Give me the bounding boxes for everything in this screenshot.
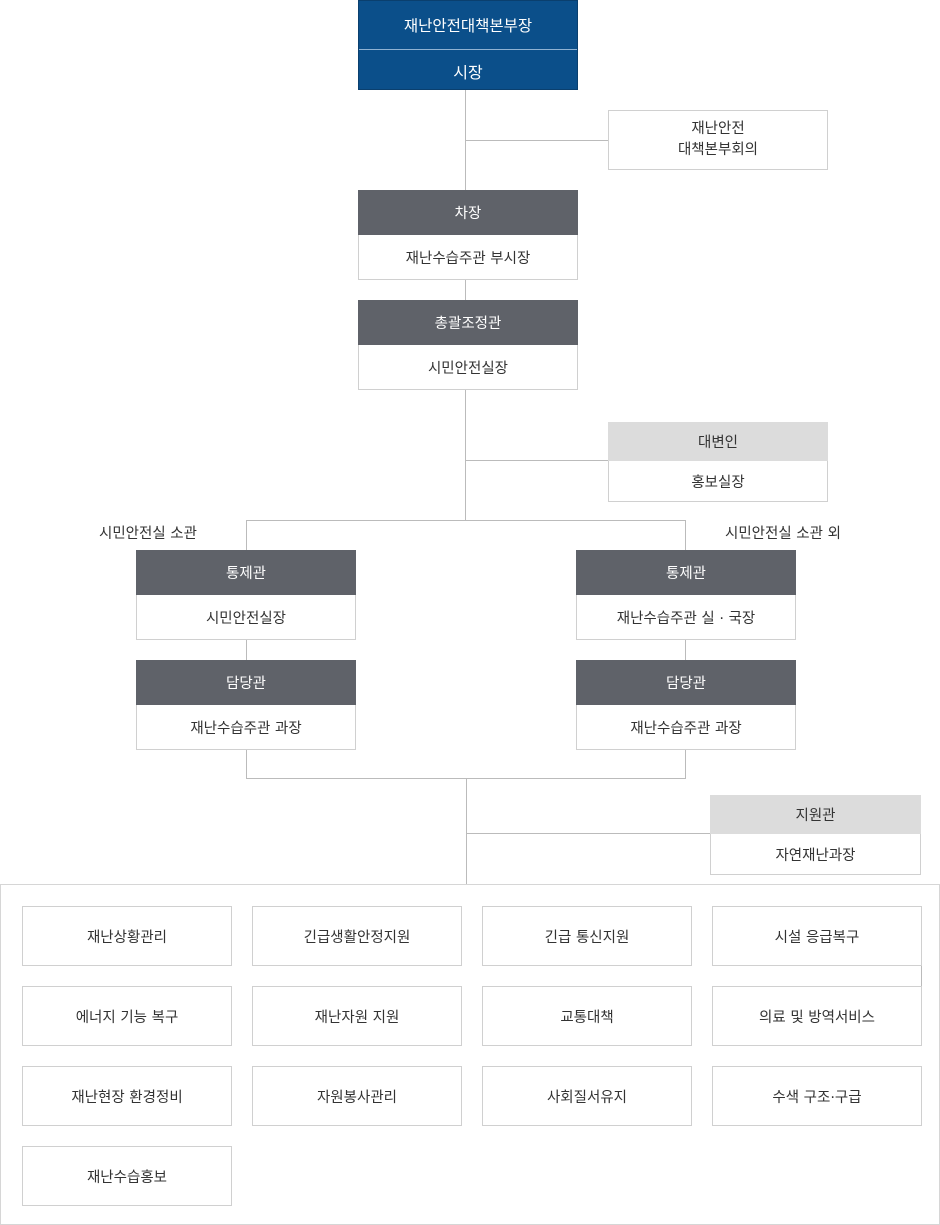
spokesperson-box: 대변인 홍보실장 xyxy=(608,422,828,502)
right-control-box: 통제관 재난수습주관 실 · 국장 xyxy=(576,550,796,640)
council-box: 재난안전 대책본부회의 xyxy=(608,110,828,170)
coordinator-role: 총괄조정관 xyxy=(358,300,578,345)
left-manager-box: 담당관 재난수습주관 과장 xyxy=(136,660,356,750)
head-name: 시장 xyxy=(359,49,577,91)
deputy-person: 재난수습주관 부시장 xyxy=(405,250,531,267)
connector-support xyxy=(466,833,710,834)
task-panel: 재난상황관리 긴급생활안정지원 긴급 통신지원 시설 응급복구 에너지 기능 복… xyxy=(0,884,940,1225)
connector-right-mid xyxy=(685,639,686,660)
task-item: 긴급생활안정지원 xyxy=(252,906,462,966)
head-title: 재난안전대책본부장 xyxy=(403,17,533,35)
task-item: 사회질서유지 xyxy=(482,1066,692,1126)
spokesperson-role: 대변인 xyxy=(608,422,828,461)
connector-branch-horizontal xyxy=(246,520,686,521)
connector-deputy-coordinator xyxy=(465,279,466,300)
connector-left-bottom xyxy=(246,749,247,778)
right-control-person: 재난수습주관 실 · 국장 xyxy=(616,610,756,627)
task-item: 자원봉사관리 xyxy=(252,1066,462,1126)
head-box: 재난안전대책본부장 시장 xyxy=(358,0,578,90)
connector-left-mid xyxy=(246,639,247,660)
left-control-role: 통제관 xyxy=(136,550,356,595)
left-control-person: 시민안전실장 xyxy=(205,610,287,627)
right-manager-person: 재난수습주관 과장 xyxy=(630,720,742,737)
connector-right-down xyxy=(685,520,686,550)
task-item: 수색 구조·구급 xyxy=(712,1066,922,1126)
support-person: 자연재난과장 xyxy=(775,847,856,864)
task-item: 의료 및 방역서비스 xyxy=(712,986,922,1046)
connector-spokesperson xyxy=(465,460,608,461)
task-item: 에너지 기능 복구 xyxy=(22,986,232,1046)
left-control-box: 통제관 시민안전실장 xyxy=(136,550,356,640)
task-item: 재난현장 환경정비 xyxy=(22,1066,232,1126)
coordinator-person: 시민안전실장 xyxy=(427,360,509,377)
left-manager-person: 재난수습주관 과장 xyxy=(190,720,302,737)
left-branch-caption: 시민안전실 소관 xyxy=(99,526,197,542)
council-line1: 재난안전 xyxy=(691,120,745,137)
right-manager-box: 담당관 재난수습주관 과장 xyxy=(576,660,796,750)
right-control-role: 통제관 xyxy=(576,550,796,595)
council-line2: 대책본부회의 xyxy=(677,142,759,158)
spokesperson-person: 홍보실장 xyxy=(691,474,745,491)
connector-right-bottom xyxy=(685,749,686,778)
left-manager-role: 담당관 xyxy=(136,660,356,705)
deputy-box: 차장 재난수습주관 부시장 xyxy=(358,190,578,280)
connector-council xyxy=(465,140,608,141)
task-item: 긴급 통신지원 xyxy=(482,906,692,966)
connector-main-mid xyxy=(465,389,466,520)
task-item: 시설 응급복구 xyxy=(712,906,922,966)
task-item: 재난수습홍보 xyxy=(22,1146,232,1206)
task-connector xyxy=(921,965,922,987)
connector-left-down xyxy=(246,520,247,550)
task-item: 재난자원 지원 xyxy=(252,986,462,1046)
task-item: 재난상황관리 xyxy=(22,906,232,966)
right-branch-caption: 시민안전실 소관 외 xyxy=(725,526,841,542)
connector-main-bottom xyxy=(466,778,467,884)
coordinator-box: 총괄조정관 시민안전실장 xyxy=(358,300,578,390)
support-box: 지원관 자연재난과장 xyxy=(710,795,921,875)
deputy-role: 차장 xyxy=(358,190,578,235)
support-role: 지원관 xyxy=(710,795,921,834)
task-item: 교통대책 xyxy=(482,986,692,1046)
right-manager-role: 담당관 xyxy=(576,660,796,705)
